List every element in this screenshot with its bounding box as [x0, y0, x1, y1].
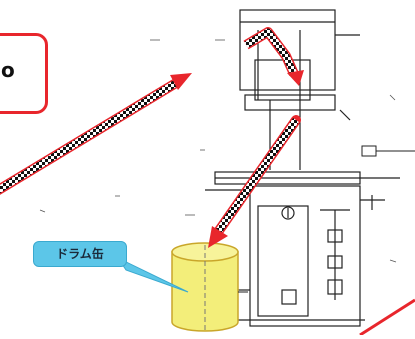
sketch-marks: [39, 39, 397, 263]
callout-text: o: [1, 58, 15, 82]
callout-box: o: [0, 33, 48, 114]
flow-arrow-to-drum: [208, 115, 301, 248]
top-unit: [239, 9, 360, 170]
side-fitting: [361, 145, 415, 157]
drum-label-chip: ドラム缶: [33, 241, 127, 267]
flow-arrow-top-loop: [243, 27, 304, 86]
flow-arrows: [0, 27, 304, 248]
drum-label: ドラム缶: [56, 247, 104, 261]
lower-unit: [205, 171, 400, 327]
flow-arrow-to-top: [0, 73, 192, 195]
drum-can: [171, 242, 248, 332]
red-leader-line: [359, 298, 415, 337]
